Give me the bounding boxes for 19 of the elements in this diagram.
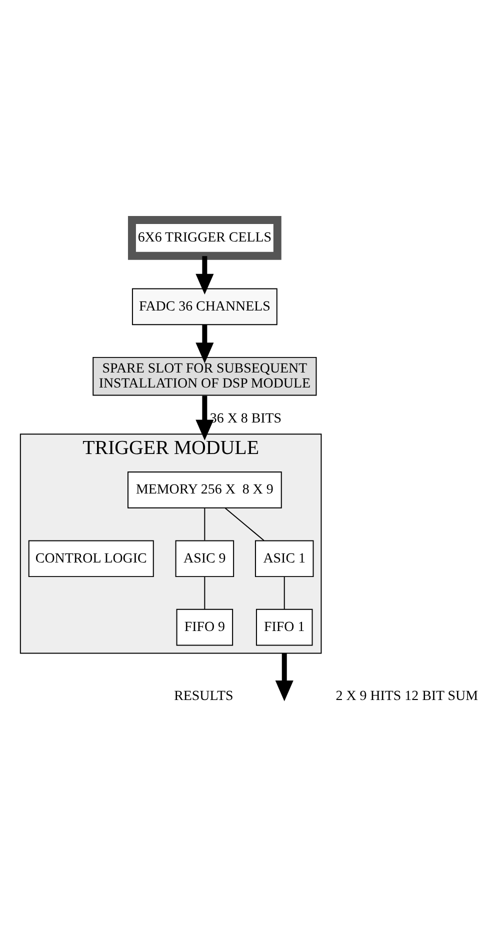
arrow bbox=[275, 653, 294, 702]
arrow bbox=[196, 324, 214, 364]
arrow bbox=[196, 256, 214, 294]
node-box: FIFO 1 bbox=[256, 608, 313, 646]
node-box: 6X6 TRIGGER CELLS bbox=[128, 216, 282, 260]
connector bbox=[204, 508, 206, 541]
connector bbox=[204, 576, 206, 610]
node-box: CONTROL LOGIC bbox=[28, 540, 154, 578]
label: 2 X 9 HITS 12 BIT SUM bbox=[336, 688, 478, 704]
arrow bbox=[196, 396, 214, 440]
node-box: SPARE SLOT FOR SUBSEQUENT INSTALLATION OF DSP MODULE bbox=[92, 356, 317, 396]
node-box: ASIC 9 bbox=[175, 540, 234, 578]
node-box: MEMORY 256 X 8 X 9 bbox=[127, 471, 282, 508]
label: RESULTS bbox=[174, 688, 234, 704]
connector bbox=[284, 576, 285, 610]
connector bbox=[224, 508, 264, 541]
node-box: ASIC 1 bbox=[254, 540, 314, 578]
node-box: FIFO 9 bbox=[176, 608, 234, 646]
node-box: FADC 36 CHANNELS bbox=[132, 288, 278, 326]
